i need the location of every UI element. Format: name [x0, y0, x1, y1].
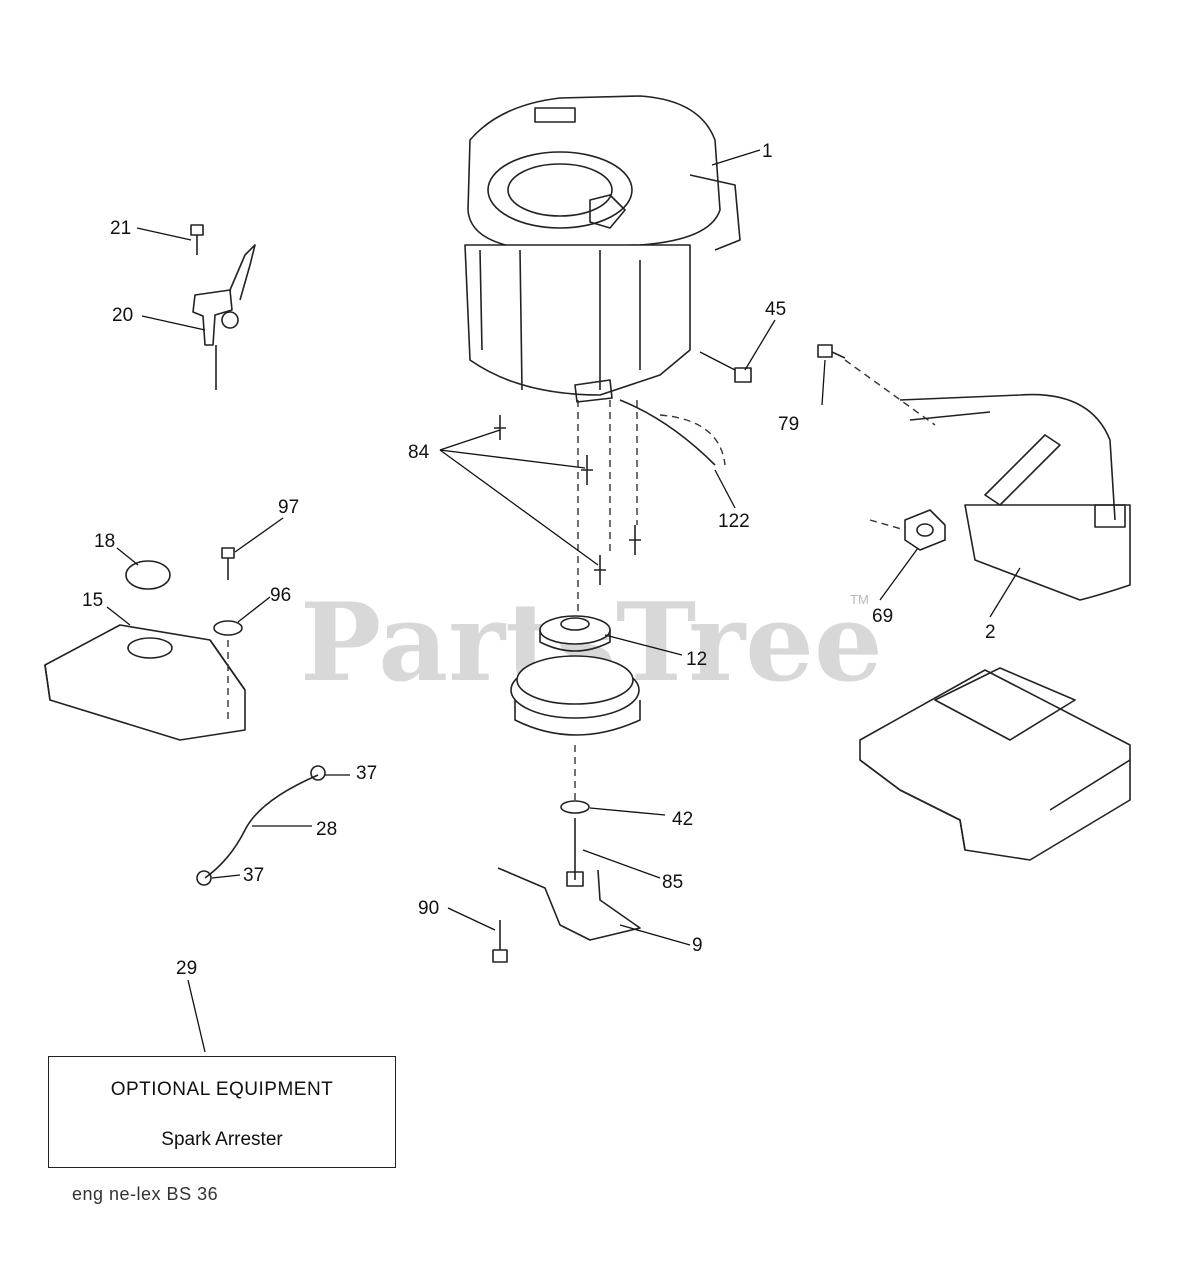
callout-45: 45 [765, 299, 786, 320]
callout-12: 12 [686, 649, 707, 670]
leader-lines [106, 149, 1021, 1053]
fuel-tank-part [44, 624, 246, 741]
washer-part-96 [213, 620, 243, 720]
callout-1: 1 [762, 141, 773, 162]
washer-part-42 [560, 800, 590, 814]
bolt-part-79 [817, 344, 846, 359]
callout-37-bottom: 37 [243, 865, 264, 886]
callout-2: 2 [985, 622, 996, 643]
screw-part-97 [221, 547, 235, 580]
callout-79: 79 [778, 414, 799, 435]
fuel-cap-part [125, 560, 171, 590]
screw-part-21 [190, 224, 204, 255]
watermark-trademark: TM [850, 592, 869, 607]
callout-96: 96 [270, 585, 291, 606]
pulley-part [510, 615, 641, 736]
callout-28: 28 [316, 819, 337, 840]
bolts-part-84 [494, 415, 641, 585]
callout-9: 9 [692, 935, 703, 956]
callout-97: 97 [278, 497, 299, 518]
callout-122: 122 [718, 511, 750, 532]
diagram-code: eng ne-lex BS 36 [72, 1184, 219, 1204]
callout-69: 69 [872, 606, 893, 627]
callout-21: 21 [110, 218, 131, 239]
callout-18: 18 [94, 531, 115, 552]
callout-20: 20 [112, 305, 133, 326]
nut-part-45 [734, 367, 752, 383]
muffler-part [899, 393, 1131, 601]
callout-labels: 1 2 9 12 15 18 20 21 28 29 37 37 42 45 6… [82, 141, 996, 979]
mounting-plate-part [859, 667, 1131, 861]
callout-37-top: 37 [356, 763, 377, 784]
optional-equipment-item: Spark Arrester [161, 1129, 283, 1150]
bolt-part-90 [492, 920, 508, 963]
bolt-part-85 [566, 818, 584, 887]
optional-equipment-box: OPTIONAL EQUIPMENT Spark Arrester [48, 1056, 396, 1168]
bracket-part [497, 867, 641, 941]
callout-90: 90 [418, 898, 439, 919]
gasket-part-69 [904, 509, 946, 551]
optional-equipment-title: OPTIONAL EQUIPMENT [110, 1079, 334, 1100]
callout-15: 15 [82, 590, 103, 611]
callout-29: 29 [176, 958, 197, 979]
callout-85: 85 [662, 872, 683, 893]
belt-guide-part [619, 399, 716, 466]
callout-42: 42 [672, 809, 693, 830]
callout-84: 84 [408, 442, 430, 463]
engine-part [464, 95, 741, 403]
fuel-line-part [196, 765, 326, 886]
throttle-control-part [192, 244, 256, 390]
